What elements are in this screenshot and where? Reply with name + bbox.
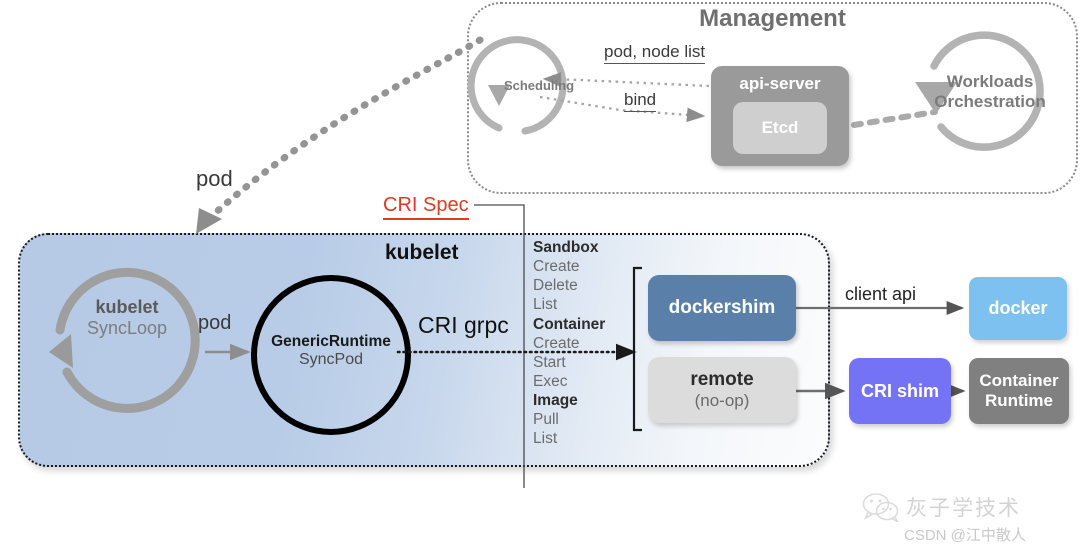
scheduling-label: Scheduling: [503, 78, 575, 93]
kubelet-syncloop-label: kubelet SyncLoop: [55, 297, 199, 339]
workloads-line1: Workloads: [946, 72, 1034, 91]
watermark-credit: CSDN @江中散人: [904, 527, 1026, 544]
management-title: Management: [699, 5, 846, 32]
cri-spec-operation: List: [533, 430, 558, 448]
cri-spec-operation: Exec: [533, 372, 568, 390]
kubelet-panel: [18, 233, 830, 467]
cri-spec-group-header: Container: [533, 315, 606, 333]
pod-node-list-edge-label: pod, node list: [604, 42, 706, 64]
pod-inner-edge-label: pod: [198, 312, 232, 334]
cri-grpc-edge-label: CRI grpc: [418, 312, 509, 338]
cri-spec-operation: Create: [533, 258, 580, 276]
remote-line1: remote: [690, 369, 754, 391]
cri-spec-group-header: Sandbox: [533, 239, 599, 256]
cri-spec-operation: Create: [533, 334, 580, 352]
cri-spec-operation: Delete: [533, 277, 578, 295]
cri-spec-operation: Start: [533, 353, 566, 371]
generic-runtime-line2: SyncPod: [298, 351, 364, 368]
cri-spec-operation: List: [533, 296, 558, 314]
container-runtime-line2: Runtime: [985, 391, 1053, 410]
kubelet-syncloop-line2: SyncLoop: [86, 318, 168, 338]
bind-edge-label: bind: [624, 90, 657, 112]
workloads-line2: Orchestration: [934, 92, 1046, 111]
cri-spec-operation: Pull: [533, 411, 559, 429]
generic-runtime-label: GenericRuntime SyncPod: [244, 333, 418, 369]
remote-line2: (no-op): [694, 391, 750, 411]
api-server-title: api-server: [739, 74, 821, 93]
client-api-edge-label: client api: [845, 284, 917, 304]
cri-shim-box: CRI shim: [849, 358, 951, 424]
docker-box: docker: [969, 277, 1067, 340]
api-server-box: api-server Etcd: [711, 66, 849, 166]
dockershim-box: dockershim: [648, 275, 796, 341]
workloads-orchestration-label: Workloads Orchestration: [925, 72, 1055, 112]
kubelet-panel-title: kubelet: [385, 241, 459, 264]
kubelet-syncloop-line1: kubelet: [95, 297, 159, 317]
watermark-brand: 灰子学技术: [906, 497, 1021, 520]
container-runtime-box: Container Runtime: [969, 358, 1069, 424]
cri-spec-group-header: Image: [533, 392, 578, 410]
remote-box: remote (no-op): [648, 357, 796, 423]
cri-spec-callout-label: CRI Spec: [383, 194, 469, 220]
pod-edge-label: pod: [196, 166, 233, 191]
container-runtime-line1: Container: [979, 371, 1059, 391]
etcd-box: Etcd: [733, 102, 827, 154]
generic-runtime-line1: GenericRuntime: [271, 333, 391, 350]
watermark: 灰子学技术 CSDN @江中散人: [862, 492, 1074, 545]
pod-to-kubelet-arrow: [210, 36, 484, 218]
wechat-icon: [862, 493, 899, 522]
